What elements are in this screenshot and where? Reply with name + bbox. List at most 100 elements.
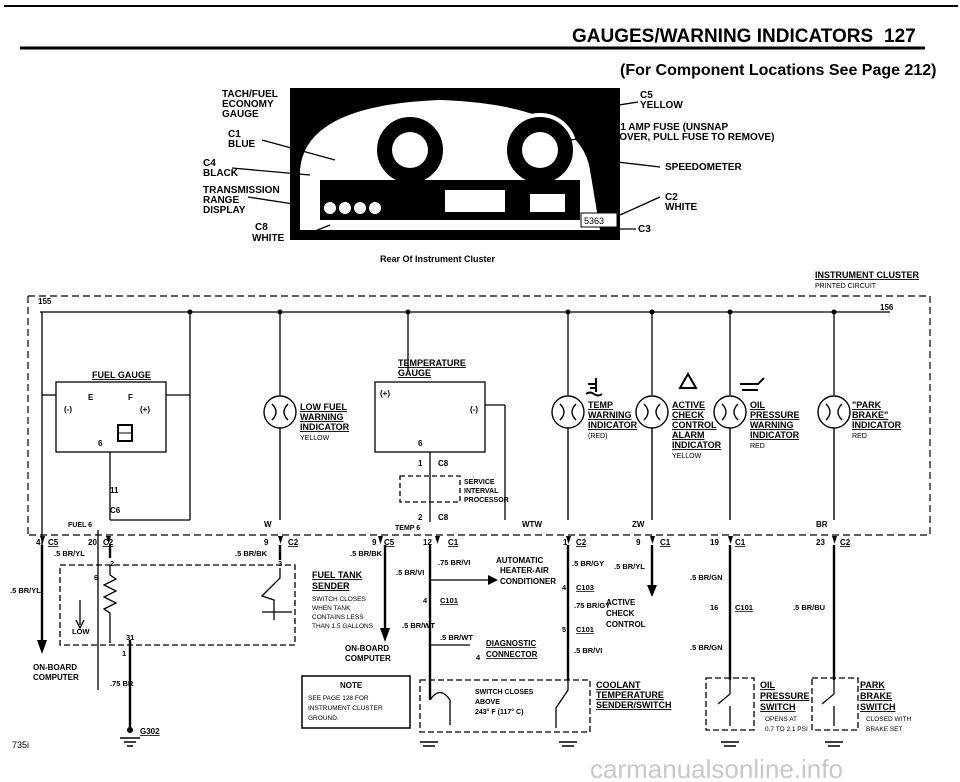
pin-4: 4 [36,538,41,547]
connector-arrows [40,536,837,544]
wire-br-yl-3: .5 BR/YL [614,562,645,571]
wire-br-yl-b: .5 BR/YL [10,586,41,595]
oil-switch-note-1: OPENS AT [765,716,797,723]
conn-c2-b: C2 [288,538,299,547]
wire-br-bk-2: .5 BR/BK [350,549,383,558]
low-fuel-color: YELLOW [300,435,330,442]
park-switch-note-1: CLOSED WITH [866,716,911,723]
onboard-left-2: COMPUTER [33,673,79,682]
conn-c101-a: C101 [440,596,458,605]
watermark: carmanualsonline.info [590,754,843,782]
fuel-gauge-pin6: 6 [98,439,103,448]
warning-icons [585,371,765,397]
coolant-title-1: COOLANT [596,680,641,690]
printed-circuit-border [27,295,931,536]
pin-19: 19 [710,538,719,547]
pc-num-right: 156 [880,303,894,312]
sender-note-1: SWITCH CLOSES [312,596,366,603]
wire-br-gn-1: .5 BR/GN [690,573,723,582]
fuel-gauge-c6: C6 [110,506,121,515]
park-brake-switch [811,677,859,731]
service-label-1: SERVICE [464,479,495,486]
temp-gauge-box [374,381,506,522]
label-c4: C4 [203,158,216,169]
sender-pin-1: 1 [122,649,126,658]
ground-symbols [120,737,843,747]
sender-note-2: WHEN TANK [312,605,351,612]
sender-pin-6: 6 [94,573,98,582]
label-tach-2: ECONOMY [222,99,274,110]
onboard-left-1: ON-BOARD [33,663,77,672]
park-switch-title-1: PARK [860,680,885,690]
wire-br-wt: .5 BR/WT [402,621,435,630]
temp-gauge-pin2: 2 [418,513,423,522]
pin-1: 1 [563,538,568,547]
wire-br-gn-2: .5 BR/GN [690,643,723,652]
conn-c1-a: C1 [448,538,459,547]
wire-br-vi-2: .75 BR/VI [438,558,471,567]
temp-gauge-title: TEMPERATURE [398,358,466,368]
oil-warn-label-4: INDICATOR [750,430,800,440]
sender-pin-2: 2 [110,559,114,568]
label-trans-2: RANGE [203,195,239,206]
sender-note-3: CONTAINS LESS [312,614,364,621]
left-leader-lines [231,91,336,239]
fuel-pump-icon [117,424,133,442]
harness-wires [40,545,836,730]
active-check-label-5: INDICATOR [672,440,722,450]
temp-gauge-minus: (-) [470,405,478,414]
conn-c103: C103 [576,583,594,592]
pin-9-a: 9 [264,538,269,547]
label-c2-color: WHITE [665,202,698,213]
pin-9-c: 9 [636,538,641,547]
ground-label: G302 [140,727,160,736]
footer-code: 735i [12,740,29,750]
hvac-arrow [488,575,498,585]
pc-title: INSTRUMENT CLUSTER [815,270,919,280]
wire-br-yl-a: .5 BR/YL [54,549,85,558]
wire-br-bk-1: .5 BR/BK [235,549,268,558]
wire-br-gy-2: .75 BR/GY [574,601,610,610]
temp-warn-label-2: WARNING [588,410,632,420]
park-brake-label-1: "PARK [852,400,882,410]
pin-9-b: 9 [372,538,377,547]
page-title: GAUGES/WARNING INDICATORS [572,26,873,47]
fuel-gauge-f: F [128,393,133,402]
park-brake-label-2: BRAKE" [852,410,888,420]
label-c2: C2 [665,192,678,203]
supply-drops [189,312,835,395]
label-c8: C8 [255,222,268,233]
label-c5: C5 [640,90,653,101]
coolant-title-3: SENDER/SWITCH [596,700,672,710]
label-c5-color: YELLOW [640,100,683,111]
fuel-gauge-box [42,381,190,520]
label-fuse-2: COVER, PULL FUSE TO REMOVE) [612,132,774,143]
onboard-mid-2: COMPUTER [345,654,391,663]
wire-br-gy-1: .5 BR/GY [572,559,604,568]
active-check-conn-1: ACTIVE [606,598,636,607]
active-check-conn-2: CHECK [606,609,635,618]
wire-br-bu: .5 BR/BU [793,603,825,612]
onboard-arrow-left [37,640,47,654]
active-check-conn-3: CONTROL [606,620,646,629]
pin-zw: ZW [632,520,645,529]
temp-warn-label-1: TEMP [588,400,613,410]
junction-dots [187,309,837,315]
cluster-caption: Rear Of Instrument Cluster [380,254,496,264]
wire-br-vi-3: .5 BR/VI [574,646,602,655]
park-switch-title-2: BRAKE [860,691,892,701]
service-interval-box [399,475,461,503]
fuel-gauge-e: E [88,393,94,402]
oil-switch-title-1: OIL [760,680,776,690]
fuel-tank-sender [59,564,296,646]
coolant-switch-3: 243° F (117° C) [475,708,523,716]
wire-br-75: .75 BR [110,679,134,688]
oil-warn-label-1: OIL [750,400,766,410]
cluster-box-number: 5363 [584,216,604,226]
onboard-arrow-mid [380,628,390,642]
active-check-label-4: ALARM [672,430,705,440]
diag-label-2: CONNECTOR [486,650,538,659]
temp-warn-label-3: INDICATOR [588,420,638,430]
label-c1-color: BLUE [228,139,256,150]
temp-gauge-temp6: TEMP 6 [395,525,420,532]
